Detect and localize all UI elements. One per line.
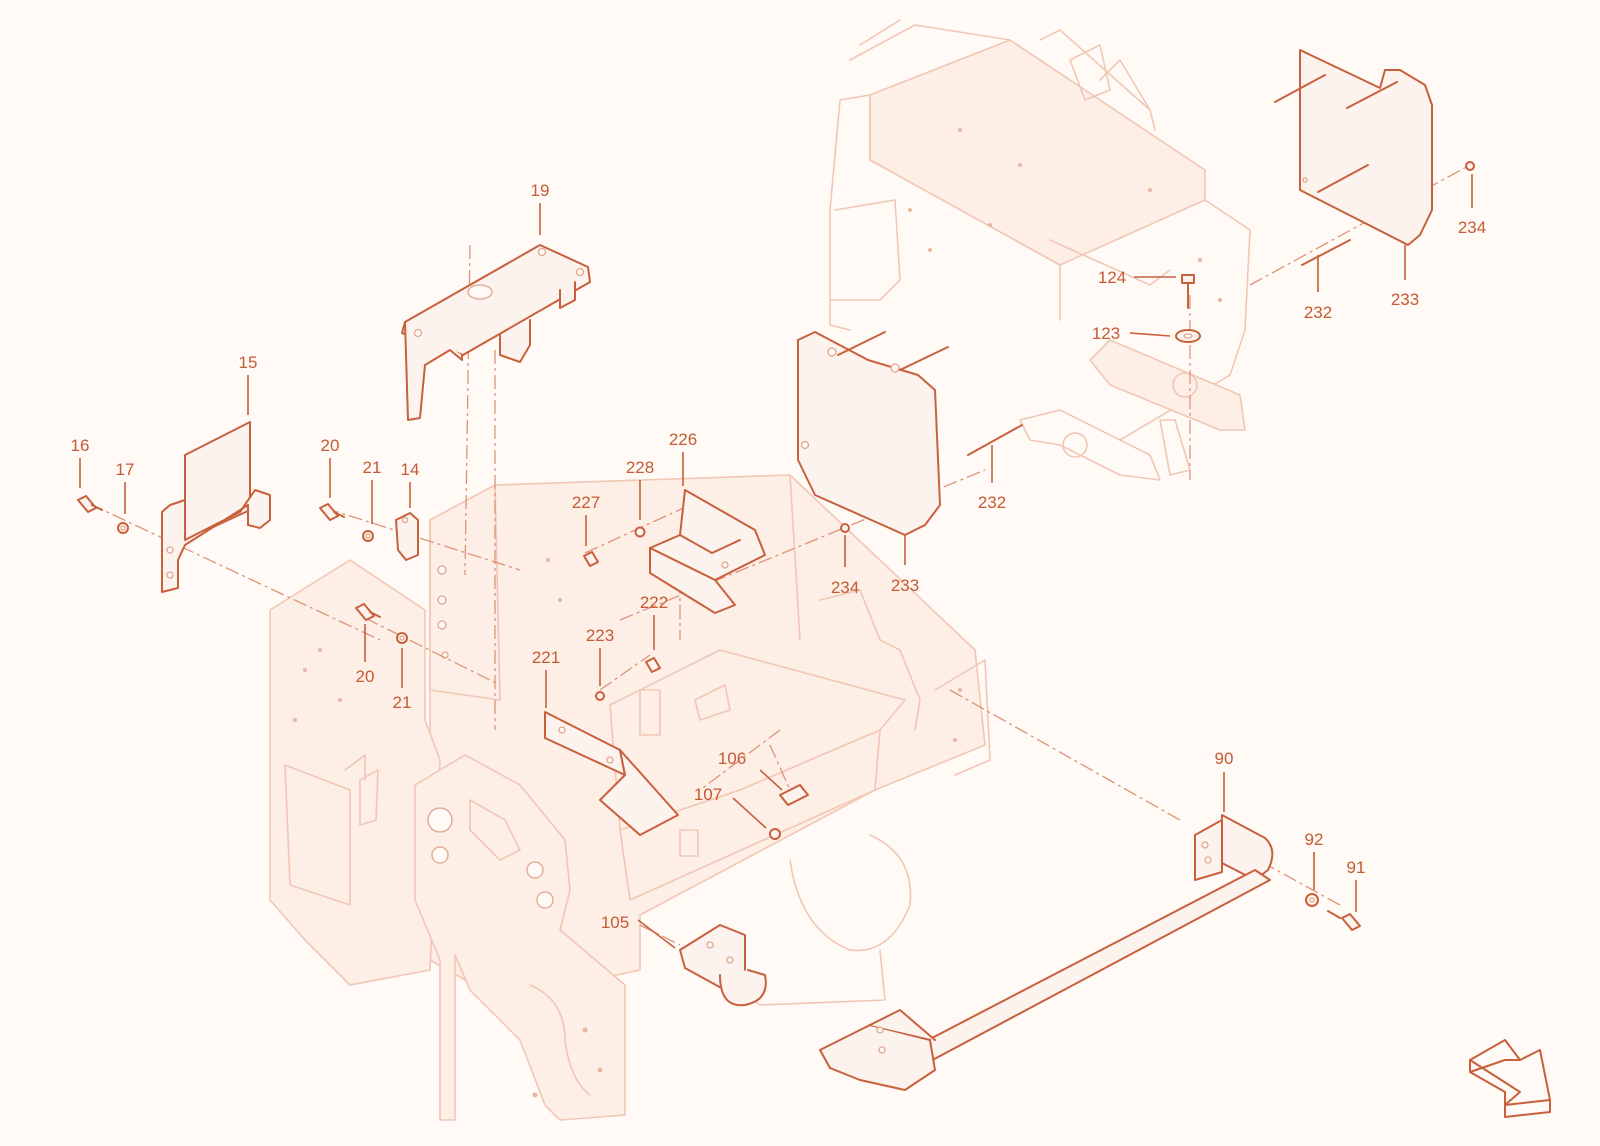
callout-91: 91 [1347, 858, 1366, 877]
callout-222: 222 [640, 593, 668, 612]
callout-17: 17 [116, 460, 135, 479]
part-226-angled-plate [649, 489, 766, 614]
part-16-bolt [77, 495, 103, 513]
part-14-clip [395, 512, 419, 561]
callout-19: 19 [531, 181, 550, 200]
part-222-bolt [645, 657, 661, 673]
part-20-bolt-upper [319, 503, 345, 521]
part-15-side-shield [161, 421, 271, 593]
callout-227: 227 [572, 493, 600, 512]
callout-228: 228 [626, 458, 654, 477]
part-227-bolt [583, 551, 599, 567]
callout-232: 232 [978, 493, 1006, 512]
part-232-stud-right [1274, 74, 1398, 266]
part-234-nut-right [1465, 161, 1475, 171]
part-17-washer [117, 522, 129, 534]
part-19-mount-bracket [401, 244, 591, 421]
part-20-bolt-lower [355, 603, 381, 621]
part-105-tow-hook [679, 924, 767, 1007]
part-91-bolt [1327, 910, 1361, 931]
callout-labels: 19 15 16 17 20 21 14 20 21 226 228 227 2… [71, 181, 1487, 932]
callout-20: 20 [321, 436, 340, 455]
callout-16: 16 [71, 436, 90, 455]
callout-123: 123 [1092, 324, 1120, 343]
callout-233: 233 [891, 576, 919, 595]
callout-14: 14 [401, 460, 420, 479]
callout-105: 105 [601, 913, 629, 932]
callout-233: 233 [1391, 290, 1419, 309]
part-123-washer [1175, 329, 1201, 343]
part-228-nut [634, 526, 646, 538]
part-232-stud-left [837, 331, 1023, 456]
part-221-bent-plate [544, 711, 679, 836]
callout-20: 20 [356, 667, 375, 686]
callout-90: 90 [1215, 749, 1234, 768]
part-223-nut [595, 691, 605, 701]
part-21-washer-upper [362, 530, 374, 542]
callout-232: 232 [1304, 303, 1332, 322]
callout-106: 106 [718, 749, 746, 768]
callout-107: 107 [694, 785, 722, 804]
part-107-nut [769, 828, 781, 840]
leader-lines [79, 174, 1473, 949]
part-234-nut-left [840, 523, 850, 533]
main-frame-ghost [269, 19, 1251, 1121]
part-90-rear-bumper [819, 814, 1274, 1091]
part-21-washer-lower [396, 632, 408, 644]
part-92-washer [1305, 893, 1319, 907]
callout-21: 21 [363, 458, 382, 477]
callout-92: 92 [1305, 830, 1324, 849]
callout-221: 221 [532, 648, 560, 667]
callout-124: 124 [1098, 268, 1126, 287]
callout-15: 15 [239, 353, 258, 372]
part-106-spacer [779, 784, 809, 806]
callout-226: 226 [669, 430, 697, 449]
callout-21: 21 [393, 693, 412, 712]
callout-234: 234 [1458, 218, 1486, 237]
part-233-access-panel-left [797, 331, 941, 536]
callout-223: 223 [586, 626, 614, 645]
part-233-access-panel-right [1299, 49, 1433, 246]
part-124-bolt [1181, 274, 1195, 309]
direction-arrow-icon [1469, 1039, 1551, 1118]
callout-234: 234 [831, 578, 859, 597]
